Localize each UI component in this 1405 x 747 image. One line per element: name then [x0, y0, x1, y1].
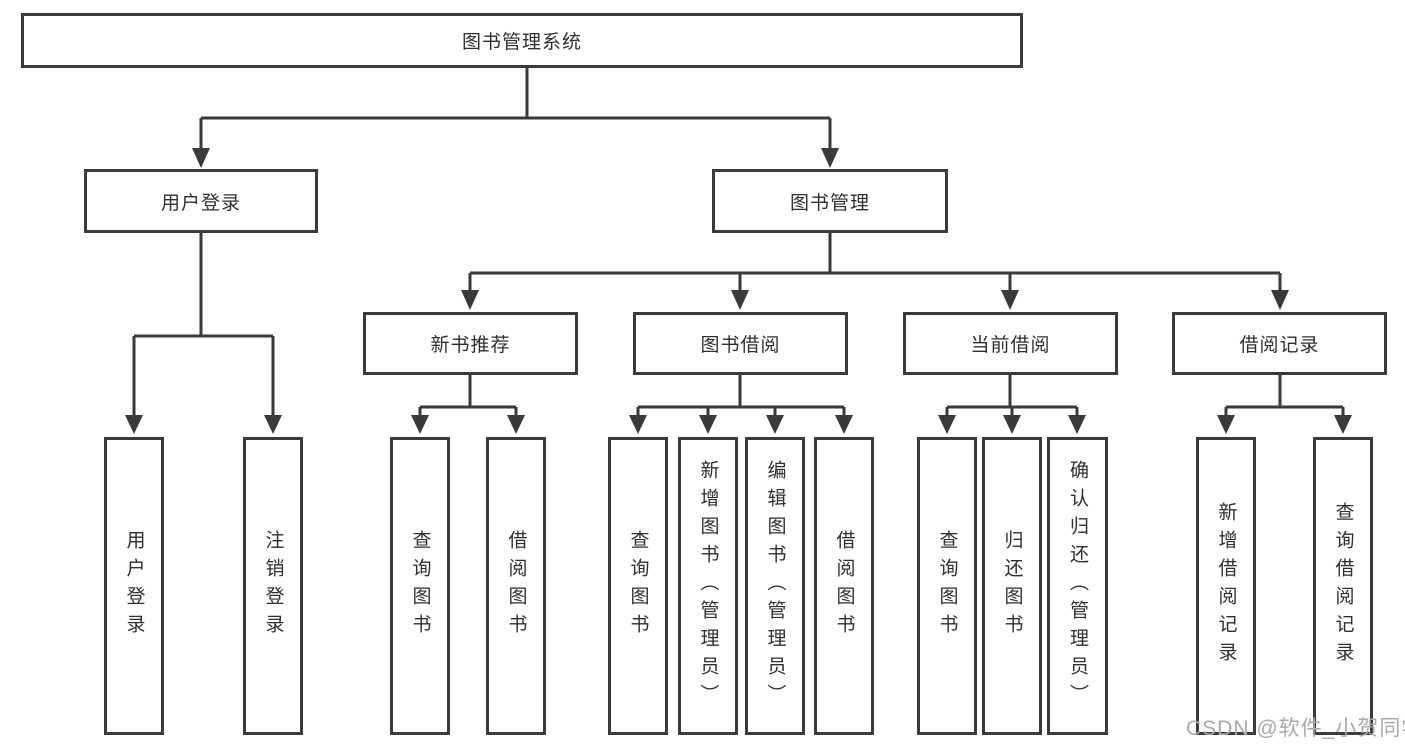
node-new-book-recommend: 新书推荐 [363, 312, 578, 375]
leaf-user-login: 用户登录 [104, 437, 164, 735]
connector-bookborrow-to-leaves [629, 375, 853, 434]
connector-records-to-leaves [1217, 375, 1352, 434]
leaf-newbook-borrow: 借阅图书 [486, 437, 546, 735]
connector-newbook-to-leaves [411, 375, 525, 434]
node-user-login: 用户登录 [84, 169, 318, 233]
leaf-current-query: 查询图书 [917, 437, 977, 735]
node-book-management: 图书管理 [712, 169, 948, 233]
connector-bookmgmt-to-level3 [461, 233, 1289, 310]
leaf-borrow-query: 查询图书 [608, 437, 668, 735]
leaf-borrow-add-admin: 新增图书（管理员） [678, 437, 738, 735]
watermark: CSDN @软件_小贺同学 [1186, 717, 1405, 740]
node-borrow-records: 借阅记录 [1172, 312, 1387, 375]
leaf-current-return: 归还图书 [982, 437, 1042, 735]
leaf-borrow-book: 借阅图书 [814, 437, 874, 735]
node-book-borrow: 图书借阅 [633, 312, 848, 375]
connector-root-to-level2 [192, 67, 839, 168]
connector-currentborrow-to-leaves [938, 375, 1086, 434]
leaf-records-add: 新增借阅记录 [1196, 437, 1256, 735]
node-library-system: 图书管理系统 [21, 13, 1023, 68]
connector-userlogin-to-leaves [125, 233, 282, 434]
leaf-borrow-edit-admin: 编辑图书（管理员） [745, 437, 805, 735]
node-current-borrow: 当前借阅 [903, 312, 1118, 375]
leaf-records-query: 查询借阅记录 [1313, 437, 1373, 735]
leaf-newbook-query: 查询图书 [390, 437, 450, 735]
leaf-logout: 注销登录 [243, 437, 303, 735]
leaf-current-confirm-admin: 确认归还（管理员） [1047, 437, 1108, 735]
